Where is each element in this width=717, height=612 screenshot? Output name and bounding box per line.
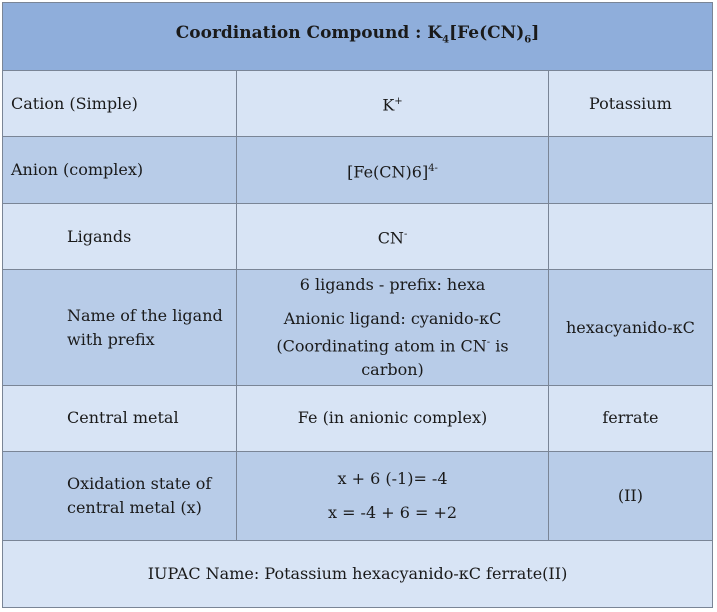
row-value: x + 6 (-1)= -4 x = -4 + 6 = +2	[236, 450, 549, 541]
table-row: Name of the ligand with prefix 6 ligands…	[1, 269, 714, 386]
row-label: Name of the ligand with prefix	[1, 269, 238, 386]
row-label: Oxidation state of central metal (x)	[1, 450, 238, 541]
table-title-row: Coordination Compound : K4[Fe(CN)6]	[2, 1, 713, 72]
value-line: x + 6 (-1)= -4	[337, 468, 448, 488]
row-value: 6 ligands - prefix: hexa Anionic ligand:…	[236, 269, 549, 386]
row-name	[547, 136, 714, 205]
row-label: Ligands	[1, 203, 238, 271]
row-name: ferrate	[547, 384, 714, 452]
table-row: Ligands CN-	[1, 203, 714, 271]
row-value: [Fe(CN)6]4-	[236, 136, 549, 205]
row-label: Central metal	[1, 384, 238, 452]
row-name: hexacyanido-κC	[547, 269, 714, 386]
table-row: Anion (complex) [Fe(CN)6]4-	[1, 136, 714, 205]
row-value: Fe (in anionic complex)	[236, 384, 549, 452]
row-name	[547, 203, 714, 271]
iupac-name: IUPAC Name: Potassium hexacyanido-κC fer…	[2, 539, 713, 609]
value-line: Anionic ligand: cyanido-κC	[283, 308, 502, 328]
table-row: Central metal Fe (in anionic complex) fe…	[1, 384, 714, 452]
table-title: Coordination Compound : K4[Fe(CN)6]	[2, 1, 713, 72]
value-line: (Coordinating atom in CN- is carbon)	[276, 336, 509, 380]
row-value: K+	[236, 70, 549, 138]
table-footer-row: IUPAC Name: Potassium hexacyanido-κC fer…	[2, 539, 713, 609]
row-label: Anion (complex)	[1, 136, 238, 205]
row-name: Potassium	[547, 70, 714, 138]
table-row: Oxidation state of central metal (x) x +…	[1, 450, 714, 541]
table-row: Cation (Simple) K+ Potassium	[1, 70, 714, 138]
value-line: x = -4 + 6 = +2	[327, 502, 458, 522]
row-name: (II)	[547, 450, 714, 541]
row-label: Cation (Simple)	[1, 70, 238, 138]
row-value: CN-	[236, 203, 549, 271]
value-line: 6 ligands - prefix: hexa	[299, 274, 486, 294]
